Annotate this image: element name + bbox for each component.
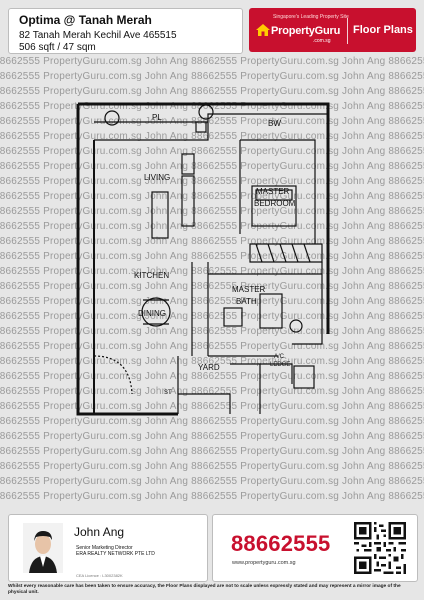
room-label-master-bedroom-2: BEDROOM xyxy=(254,199,296,208)
brand-divider xyxy=(347,18,348,44)
agent-cea-licence: CEA Licence : L3002382K xyxy=(76,573,123,578)
room-label-store: ST xyxy=(164,390,172,396)
watermark-line: 88662555 PropertyGuru.com.sg John Ang 88… xyxy=(0,356,424,367)
contact-card: 88662555 www.propertyguru.com.sg xyxy=(212,514,418,582)
watermark-line: 88662555 PropertyGuru.com.sg John Ang 88… xyxy=(0,176,424,187)
watermark-line: 88662555 PropertyGuru.com.sg John Ang 88… xyxy=(0,401,424,412)
house-icon xyxy=(256,24,270,36)
room-label-ac-ledge-1: A/C xyxy=(274,354,285,360)
listing-header: Optima @ Tanah Merah 82 Tanah Merah Kech… xyxy=(8,8,243,54)
watermark-line: 88662555 PropertyGuru.com.sg John Ang 88… xyxy=(0,86,424,97)
watermark-line: 88662555 PropertyGuru.com.sg John Ang 88… xyxy=(0,326,424,337)
room-label-ac-ledge-2: LEDGE xyxy=(270,362,290,368)
qr-code-icon xyxy=(354,522,406,574)
watermark-line: 88662555 PropertyGuru.com.sg John Ang 88… xyxy=(0,251,424,262)
agent-phone[interactable]: 88662555 xyxy=(231,531,331,556)
watermark-line: 88662555 PropertyGuru.com.sg John Ang 88… xyxy=(0,311,424,322)
room-label-master-bath-2: BATH xyxy=(236,297,257,306)
floor-plan-svg: PL BW LIVING MASTER BEDROOM KITCHEN DINI… xyxy=(76,102,330,416)
agent-card: John Ang Senior Marketing Director ERA R… xyxy=(8,514,208,582)
watermark-line: 88662555 PropertyGuru.com.sg John Ang 88… xyxy=(0,161,424,172)
website-link[interactable]: www.propertyguru.com.sg xyxy=(232,560,296,566)
watermark-line: 88662555 PropertyGuru.com.sg John Ang 88… xyxy=(0,131,424,142)
room-label-planter: PL xyxy=(152,113,162,122)
watermark-line: 88662555 PropertyGuru.com.sg John Ang 88… xyxy=(0,266,424,277)
brand-logo-text: PropertyGuru xyxy=(271,25,341,37)
watermark-line: 88662555 PropertyGuru.com.sg John Ang 88… xyxy=(0,416,424,427)
watermark-line: 88662555 PropertyGuru.com.sg John Ang 88… xyxy=(0,116,424,127)
watermark-line: 88662555 PropertyGuru.com.sg John Ang 88… xyxy=(0,56,424,67)
watermark-line: 88662555 PropertyGuru.com.sg John Ang 88… xyxy=(0,476,424,487)
watermark-line: 88662555 PropertyGuru.com.sg John Ang 88… xyxy=(0,446,424,457)
propertyguru-brand-banner: Singapore's Leading Property Site Proper… xyxy=(249,8,416,52)
watermark-line: 88662555 PropertyGuru.com.sg John Ang 88… xyxy=(0,296,424,307)
watermark-line: 88662555 PropertyGuru.com.sg John Ang 88… xyxy=(0,281,424,292)
watermark-line: 88662555 PropertyGuru.com.sg John Ang 88… xyxy=(0,146,424,157)
room-label-yard: YARD xyxy=(198,363,220,372)
listing-address: 82 Tanah Merah Kechil Ave 465515 xyxy=(19,30,177,41)
floor-plan-drawing: PL BW LIVING MASTER BEDROOM KITCHEN DINI… xyxy=(60,94,340,424)
brand-logo-suffix: .com.sg xyxy=(313,38,331,44)
room-label-master-bath-1: MASTER xyxy=(232,285,266,294)
watermark-line: 88662555 PropertyGuru.com.sg John Ang 88… xyxy=(0,386,424,397)
watermark-area: 88662555 PropertyGuru.com.sg John Ang 88… xyxy=(0,56,424,508)
watermark-line: 88662555 PropertyGuru.com.sg John Ang 88… xyxy=(0,491,424,502)
agent-firm: ERA REALTY NETWORK PTE LTD xyxy=(76,551,155,557)
room-label-kitchen: KITCHEN xyxy=(134,271,169,280)
watermark-line: 88662555 PropertyGuru.com.sg John Ang 88… xyxy=(0,341,424,352)
watermark-line: 88662555 PropertyGuru.com.sg John Ang 88… xyxy=(0,431,424,442)
listing-title: Optima @ Tanah Merah xyxy=(19,13,152,27)
agent-role: Senior Marketing Director xyxy=(76,545,133,551)
watermark-line: 88662555 PropertyGuru.com.sg John Ang 88… xyxy=(0,371,424,382)
agent-name: John Ang xyxy=(74,525,125,539)
watermark-line: 88662555 PropertyGuru.com.sg John Ang 88… xyxy=(0,206,424,217)
listing-size: 506 sqft / 47 sqm xyxy=(19,42,96,53)
room-label-master-bedroom-1: MASTER xyxy=(256,187,290,196)
watermark-line: 88662555 PropertyGuru.com.sg John Ang 88… xyxy=(0,71,424,82)
watermark-line: 88662555 PropertyGuru.com.sg John Ang 88… xyxy=(0,461,424,472)
watermark-line: 88662555 PropertyGuru.com.sg John Ang 88… xyxy=(0,236,424,247)
room-label-dining: DINING xyxy=(138,309,166,318)
room-label-living: LIVING xyxy=(144,173,170,182)
watermark-line: 88662555 PropertyGuru.com.sg John Ang 88… xyxy=(0,221,424,232)
avatar xyxy=(23,523,63,573)
brand-tagline: Singapore's Leading Property Site xyxy=(273,14,349,20)
watermark-line: 88662555 PropertyGuru.com.sg John Ang 88… xyxy=(0,191,424,202)
watermark-line: 88662555 PropertyGuru.com.sg John Ang 88… xyxy=(0,101,424,112)
disclaimer-text: Whilst every reasonable care has been ta… xyxy=(8,584,401,595)
room-label-bay-window: BW xyxy=(268,119,281,128)
section-label: Floor Plans xyxy=(353,24,413,36)
